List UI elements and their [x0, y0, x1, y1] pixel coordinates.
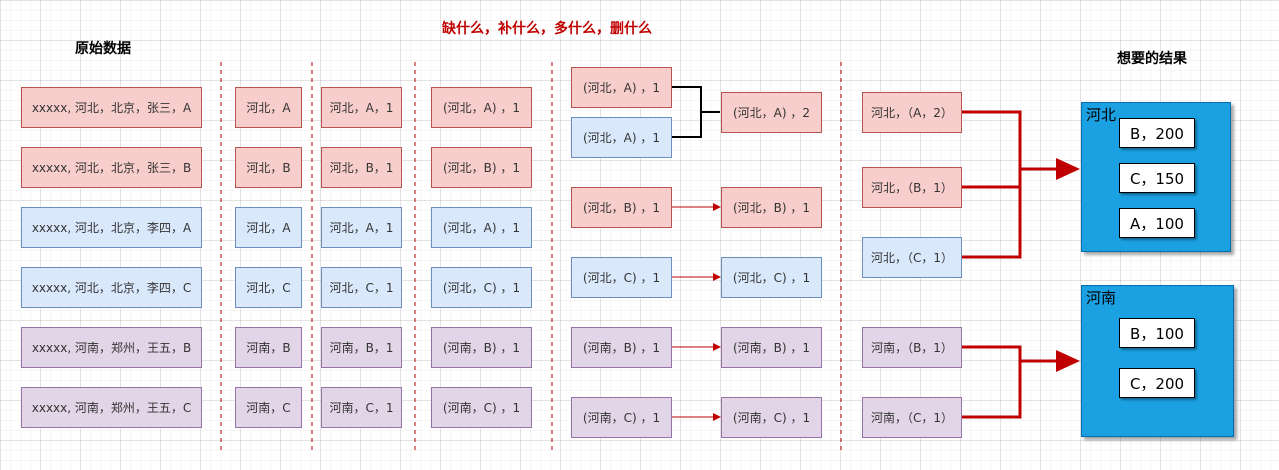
result-group-label: 河北: [1086, 106, 1117, 124]
group-arrowhead-henan: [1056, 350, 1080, 372]
result-group-hebei: 河北 B，200 C，150 A，100: [1081, 102, 1231, 252]
province-type-count-box: 河南，C，1: [321, 387, 402, 428]
grouped-tuple-box: (河北，B) ，1: [571, 187, 672, 228]
reduced-tuple-box: (河北，C) ，1: [721, 257, 822, 298]
tuple-count-box: (河南，C) ，1: [431, 387, 532, 428]
merge-bracket: [672, 86, 720, 138]
raw-record: xxxxx, 河北，北京，李四，A: [21, 207, 202, 248]
province-type-count-box: 河北，B，1: [321, 147, 402, 188]
raw-record: xxxxx, 河北，北京，张三，A: [21, 87, 202, 128]
province-type-box: 河北，A: [235, 87, 302, 128]
province-type-count-box: 河北，C，1: [321, 267, 402, 308]
result-item: C，150: [1119, 163, 1195, 193]
grouped-tuple-box: (河南，C) ，1: [571, 397, 672, 438]
result-item: B，200: [1119, 118, 1195, 148]
tuple-count-box: (河北，B) ，1: [431, 147, 532, 188]
group-arrowhead-hebei: [1056, 158, 1080, 180]
group-connector-hebei: [962, 110, 1058, 259]
wanted-result-title: 想要的结果: [1117, 51, 1187, 67]
rekeyed-tuple-box: 河南，（C，1）: [862, 397, 962, 438]
province-type-count-box: 河南，B，1: [321, 327, 402, 368]
operation-title: 缺什么，补什么，多什么，删什么: [442, 21, 652, 37]
tuple-count-box: (河北，A) ，1: [431, 207, 532, 248]
grouped-tuple-box: (河北，A) ，1: [571, 67, 672, 108]
raw-record: xxxxx, 河北，北京，李四，C: [21, 267, 202, 308]
reduced-tuple-box: (河南，C) ，1: [721, 397, 822, 438]
province-type-count-box: 河北，A，1: [321, 207, 402, 248]
tuple-count-box: (河北，A) ，1: [431, 87, 532, 128]
reduced-tuple-box: (河北，A) ，2: [721, 92, 822, 133]
result-item: C，200: [1119, 368, 1195, 398]
rekeyed-tuple-box: 河北，（B，1）: [862, 167, 962, 208]
province-type-count-box: 河北，A，1: [321, 87, 402, 128]
result-item: B，100: [1119, 318, 1195, 348]
rekeyed-tuple-box: 河北，（C，1）: [862, 237, 962, 278]
raw-record: xxxxx, 河北，北京，张三，B: [21, 147, 202, 188]
original-data-title: 原始数据: [75, 41, 131, 57]
raw-record: xxxxx, 河南，郑州，王五，C: [21, 387, 202, 428]
result-group-label: 河南: [1086, 289, 1117, 307]
reduced-tuple-box: (河北，B) ，1: [721, 187, 822, 228]
reduced-tuple-box: (河南，B) ，1: [721, 327, 822, 368]
rekeyed-tuple-box: 河南，（B，1）: [862, 327, 962, 368]
province-type-box: 河北，B: [235, 147, 302, 188]
grouped-tuple-box: (河北，A) ，1: [571, 117, 672, 158]
group-connector-henan: [962, 345, 1058, 419]
grouped-tuple-box: (河北，C) ，1: [571, 257, 672, 298]
province-type-box: 河北，A: [235, 207, 302, 248]
tuple-count-box: (河南，B) ，1: [431, 327, 532, 368]
tuple-count-box: (河北，C) ，1: [431, 267, 532, 308]
result-group-henan: 河南 B，100 C，200: [1081, 285, 1234, 437]
province-type-box: 河南，C: [235, 387, 302, 428]
rekeyed-tuple-box: 河北，（A，2）: [862, 92, 962, 133]
raw-record: xxxxx, 河南，郑州，王五，B: [21, 327, 202, 368]
province-type-box: 河南，B: [235, 327, 302, 368]
province-type-box: 河北，C: [235, 267, 302, 308]
grouped-tuple-box: (河南，B) ，1: [571, 327, 672, 368]
result-item: A，100: [1119, 208, 1195, 238]
